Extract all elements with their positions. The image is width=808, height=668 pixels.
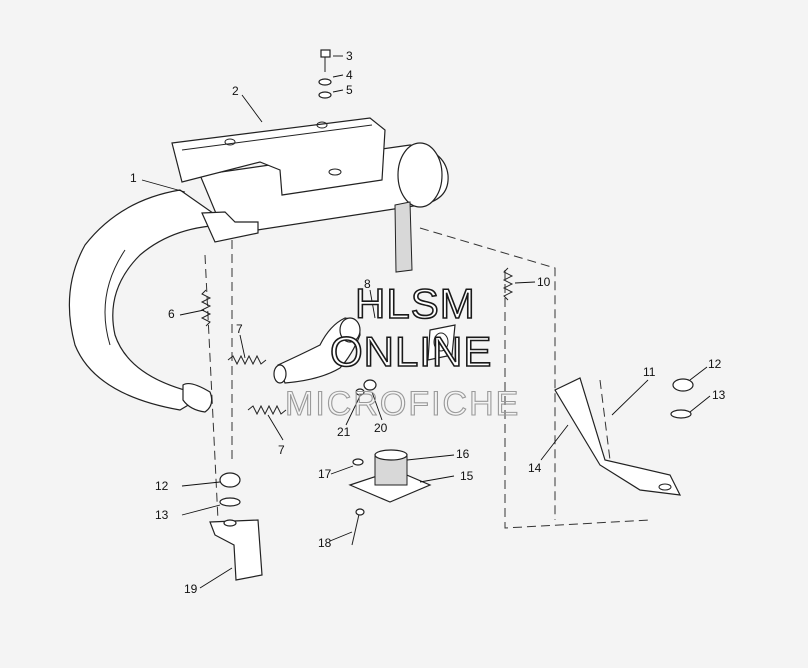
callout-12-left: 12	[155, 479, 169, 493]
watermark: HLSM ONLINE MICROFICHE	[284, 279, 520, 423]
callout-5: 5	[346, 83, 353, 97]
watermark-line-3: MICROFICHE	[285, 385, 520, 423]
callout-11: 11	[643, 365, 656, 379]
callout-4: 4	[346, 68, 353, 82]
watermark-line-1: HLSM	[355, 280, 476, 327]
callout-7-upper: 7	[236, 322, 243, 336]
muffler-assembly	[68, 142, 449, 413]
callout-21: 21	[337, 425, 351, 439]
callout-labels: 1 2 3 4 5 6 7 7 8 10 11 12 13 14 15 16 1…	[130, 49, 726, 596]
leader-lines	[141, 55, 711, 589]
top-fasteners	[318, 49, 332, 99]
callout-3: 3	[346, 49, 353, 63]
rubber-mount	[348, 449, 432, 546]
callout-15: 15	[460, 469, 474, 483]
callout-8: 8	[364, 277, 371, 291]
callout-18: 18	[318, 536, 332, 550]
callout-13-right: 13	[712, 388, 726, 402]
callout-6: 6	[168, 307, 175, 321]
callout-7-lower: 7	[278, 443, 285, 457]
assembly-guides	[204, 227, 651, 529]
exhaust-elbow	[273, 317, 456, 396]
callout-12-right: 12	[708, 357, 722, 371]
heat-shield	[171, 117, 386, 196]
callout-17: 17	[318, 467, 332, 481]
callout-2: 2	[232, 84, 239, 98]
callout-16: 16	[456, 447, 470, 461]
right-bracket	[554, 377, 694, 496]
callout-13-left: 13	[155, 508, 169, 522]
callout-14: 14	[528, 461, 542, 475]
callout-10: 10	[537, 275, 551, 289]
watermark-line-2: ONLINE	[330, 328, 492, 375]
callout-19: 19	[184, 582, 198, 596]
callout-20: 20	[374, 421, 388, 435]
springs	[200, 267, 514, 416]
callout-1: 1	[130, 171, 137, 185]
left-bracket	[209, 472, 263, 581]
